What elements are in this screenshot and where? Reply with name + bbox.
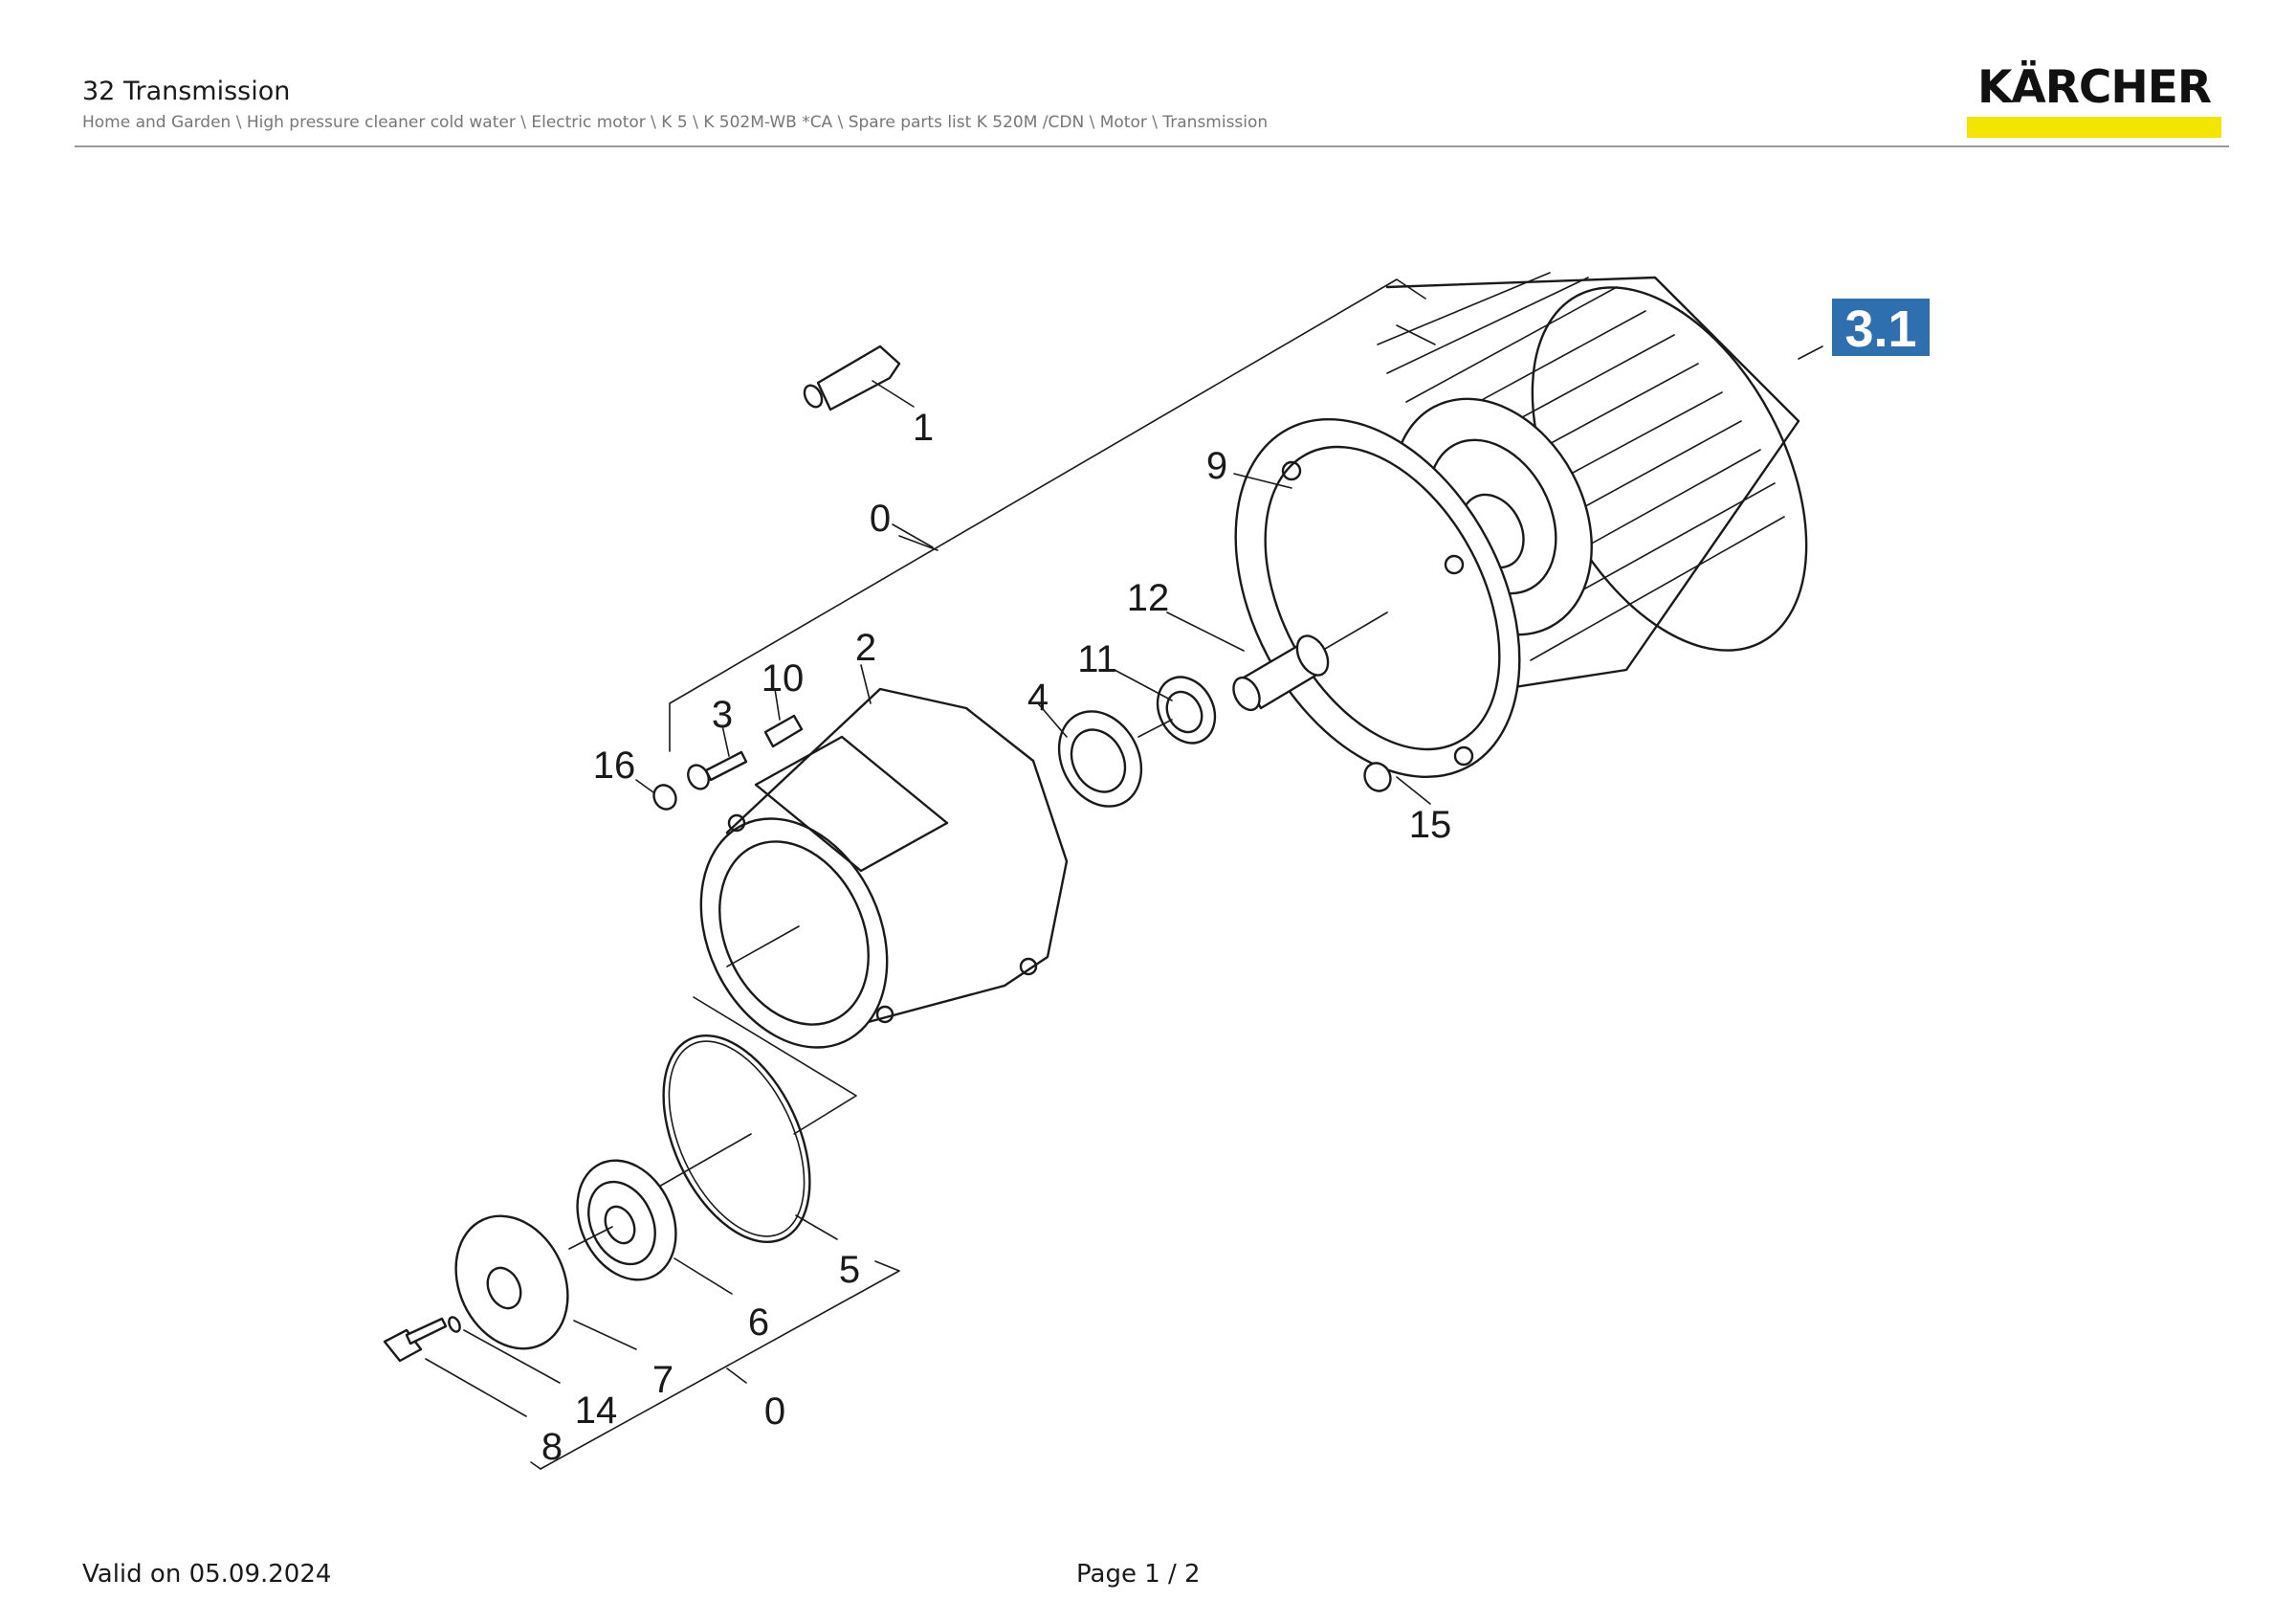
assembly-bracket-bottom [530,1260,900,1470]
callout-14: 14 [575,1390,618,1432]
plug [652,784,677,811]
callout-12: 12 [1127,577,1170,619]
motor-flange [1234,417,1521,779]
callout-15: 15 [1409,804,1452,846]
sealing-ring [1137,676,1217,745]
callout-1: 1 [913,407,934,449]
shaft-seal [1057,710,1143,808]
logo-yellow-bar [1967,117,2221,138]
callout-16: 16 [593,745,636,787]
callout-0-bottom: 0 [764,1390,785,1433]
callout-6: 6 [748,1301,769,1344]
header-divider [75,145,2229,147]
washer [448,1316,461,1333]
screw [687,750,748,790]
callout-7: 7 [652,1359,673,1401]
ball-bearing [568,1159,677,1281]
badge-background [1832,299,1930,356]
page-title: 32 Transmission [82,77,291,106]
assembly-badge: 3.1 [1832,299,1930,358]
logo-wordmark: KÄRCHER [1976,61,2212,114]
bearing-cover [454,1214,569,1350]
assembly-bracket-top [669,278,1436,752]
breadcrumb[interactable]: Home and Garden \ High pressure cleaner … [82,113,1269,132]
valid-on-date: Valid on 05.09.2024 [82,1560,332,1589]
callout-5: 5 [839,1249,860,1291]
drive-shaft [1232,634,1330,712]
assembly-bracket-housing [693,996,857,1135]
motor-assembly [1377,272,1823,691]
callout-8: 8 [541,1426,563,1468]
callout-4: 4 [1027,677,1049,719]
callout-3: 3 [712,694,733,736]
page-number: Page 1 / 2 [1076,1560,1201,1589]
callout-labels: 0 1 2 3 4 5 6 7 8 9 10 11 12 14 15 16 0 [541,407,1451,1468]
callout-0-top: 0 [870,498,891,540]
pin [763,714,804,748]
sleeve [1363,762,1392,792]
bolt [383,1317,448,1363]
leader-lines [425,380,1431,1417]
grease-tube [803,345,901,411]
badge-label: 3.1 [1844,300,1916,358]
callout-9: 9 [1206,445,1227,487]
gear-housing [699,687,1069,1049]
o-ring [650,1034,811,1243]
callout-2: 2 [855,627,876,669]
karcher-logo: KÄRCHER [1967,61,2221,138]
callout-10: 10 [762,657,805,700]
callout-11: 11 [1077,638,1117,680]
